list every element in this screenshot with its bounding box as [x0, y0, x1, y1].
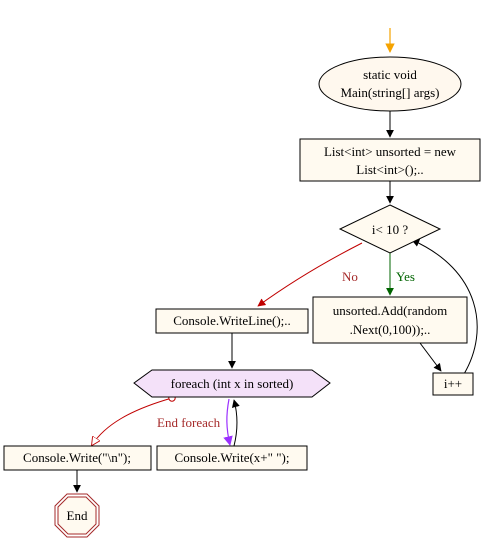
main-label-line1: static void: [363, 67, 417, 82]
write-newline-label: Console.Write("\n");: [23, 450, 131, 465]
edge-foreach-body: [223, 398, 233, 446]
edge-incr-to-cond: [411, 239, 478, 375]
label-no: No: [342, 269, 358, 284]
add-label-line2: .Next(0,100));..: [350, 322, 431, 337]
node-list-init: List<int> unsorted = new List<int>();..: [299, 138, 481, 182]
node-foreach: foreach (int x in sorted): [133, 369, 331, 398]
node-condition: i< 10 ?: [338, 204, 442, 254]
list-label-line2: List<int>();..: [356, 162, 423, 177]
write-x-label: Console.Write(x+" ");: [175, 450, 290, 465]
main-label-line2: Main(string[] args): [340, 85, 439, 100]
node-write-newline: Console.Write("\n");: [3, 445, 152, 471]
node-writeline: Console.WriteLine();..: [155, 308, 309, 334]
edge-write-x-to-foreach: [231, 399, 240, 447]
label-yes: Yes: [396, 269, 415, 284]
node-end: End: [54, 493, 100, 538]
node-write-x: Console.Write(x+" ");: [156, 445, 308, 471]
label-end-foreach: End foreach: [157, 415, 221, 430]
edge-add-to-incr: [419, 342, 442, 372]
end-label: End: [67, 508, 88, 523]
edge-end-foreach: [92, 397, 173, 445]
add-label-line1: unsorted.Add(random: [333, 303, 447, 318]
node-add: unsorted.Add(random .Next(0,100));..: [312, 296, 468, 344]
node-increment: i++: [432, 372, 474, 396]
list-label-line1: List<int> unsorted = new: [324, 144, 457, 159]
increment-label: i++: [444, 376, 462, 391]
edge-cond-no: [257, 242, 363, 307]
writeline-label: Console.WriteLine();..: [173, 313, 291, 328]
foreach-label: foreach (int x in sorted): [171, 376, 294, 391]
condition-label: i< 10 ?: [372, 222, 408, 237]
node-main-start: static void Main(string[] args): [318, 56, 462, 112]
